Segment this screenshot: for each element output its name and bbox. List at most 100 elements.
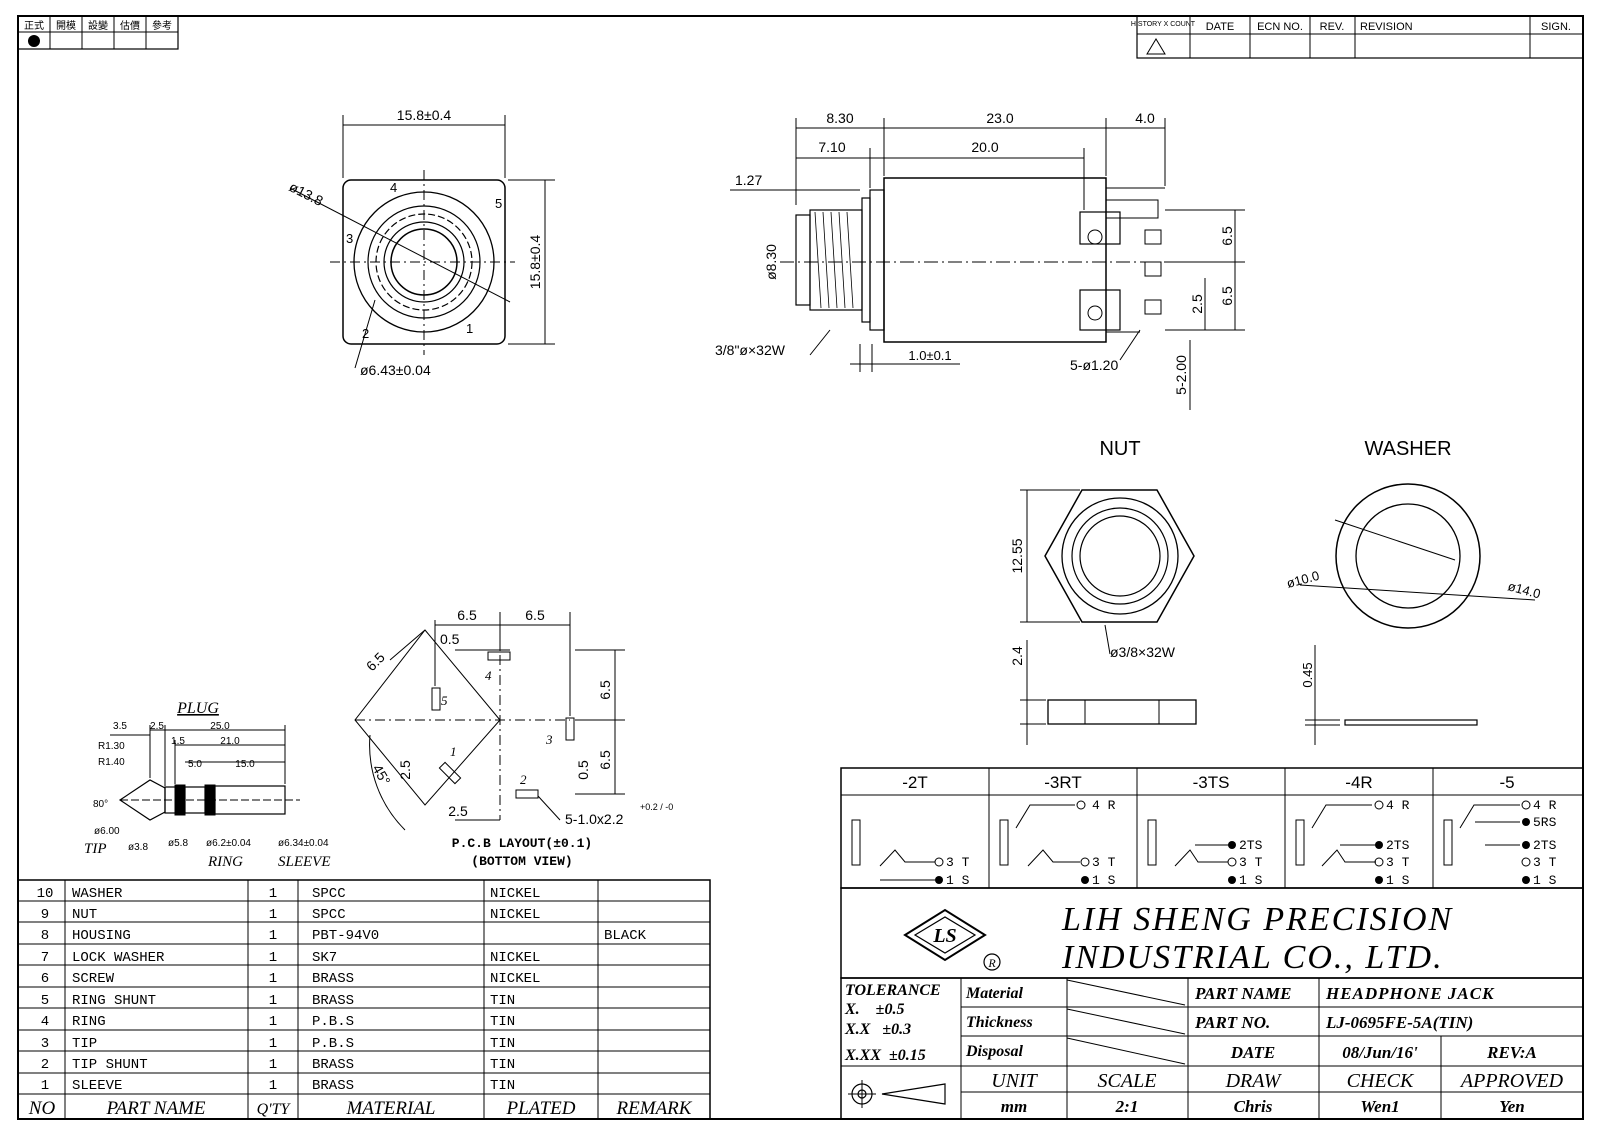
bom-header-plated: PLATED	[506, 1098, 576, 1119]
bom-cell-qty: 1	[269, 971, 277, 987]
bom-cell-part: TIP SHUNT	[72, 1057, 148, 1073]
date-value: 08/Jun/16'	[1342, 1043, 1418, 1062]
variant-pin-label: 1 S	[1239, 873, 1263, 888]
rev-col-sign: SIGN.	[1541, 21, 1571, 33]
part-no-label: PART NO.	[1194, 1013, 1270, 1032]
bom-cell-no: 6	[41, 971, 49, 987]
rev-value: REV:A	[1486, 1043, 1537, 1062]
side-thread: 3/8"ø×32W	[715, 342, 786, 358]
bom-header-part-name: PART NAME	[105, 1098, 205, 1119]
pcb-dim: 6.5	[597, 750, 613, 770]
plug-dim: 1.5	[171, 736, 185, 747]
variant-name: -5	[1499, 773, 1514, 792]
bom-cell-material: BRASS	[312, 993, 354, 1009]
table-row: 10 WASHER 1 SPCC NICKEL	[37, 886, 541, 902]
company-name-line1: LIH SHENG PRECISION	[1061, 901, 1454, 938]
table-row: 2 TIP SHUNT 1 BRASS TIN	[41, 1057, 515, 1073]
rev-col-revision: REVISION	[1360, 21, 1413, 33]
bom-cell-part: TIP	[72, 1036, 97, 1052]
bom-cell-qty: 1	[269, 928, 277, 944]
table-row: 7 LOCK WASHER 1 SK7 NICKEL	[41, 950, 541, 966]
bom-cell-no: 8	[41, 928, 49, 944]
variant-name: -4R	[1345, 773, 1372, 792]
nut-thick-dim: 2.4	[1009, 646, 1025, 666]
variant-pin-label: 3 T	[1386, 855, 1410, 870]
stamp-box: 正式 開模 設變 估價 參考	[17, 15, 179, 50]
plug-dim: 15.0	[235, 759, 255, 770]
stamp-label: 設變	[88, 19, 108, 32]
bom-cell-qty: 1	[269, 907, 277, 923]
bom-header: NO PART NAME Q'TY MATERIAL PLATED REMARK	[28, 1098, 693, 1119]
side-dim: 1.27	[735, 172, 762, 188]
pcb-dim: 0.5	[575, 760, 591, 780]
variant-pin-label: 2TS	[1533, 838, 1557, 853]
bom-cell-material: BRASS	[312, 971, 354, 987]
variant-name: -3RT	[1044, 773, 1081, 792]
bom-header-material: MATERIAL	[345, 1098, 435, 1119]
stamp-label: 估價	[120, 19, 140, 32]
front-pin-label: 1	[466, 321, 473, 336]
bom-cell-qty: 1	[269, 886, 277, 902]
date-label: DATE	[1230, 1043, 1275, 1062]
table-row: 6 SCREW 1 BRASS NICKEL	[41, 971, 541, 987]
pcb-caption: (BOTTOM VIEW)	[471, 854, 572, 869]
rev-col-date: DATE	[1206, 21, 1235, 33]
side-dim: ø8.30	[763, 244, 779, 280]
side-dim: 8.30	[826, 110, 853, 126]
variant-pin-label: 1 S	[1533, 873, 1557, 888]
bom-cell-material: P.B.S	[312, 1036, 354, 1052]
warning-icon	[1146, 38, 1166, 55]
side-dim: 6.5	[1219, 286, 1235, 306]
plug-dim: ø6.34±0.04	[278, 838, 329, 849]
part-no-value: LJ-0695FE-5A(TIN)	[1325, 1013, 1473, 1032]
pcb-dim: 45°	[369, 762, 393, 788]
plug-dim: ø3.8	[128, 842, 148, 853]
washer-dia-in: ø10.0	[1285, 568, 1321, 591]
washer-thick-dim: 0.45	[1300, 662, 1315, 687]
tolerance-row: X.X ±0.3	[844, 1021, 911, 1038]
plug-dim: R1.40	[98, 757, 125, 768]
bom-cell-plated: TIN	[490, 993, 515, 1009]
pcb-pin-label: 2	[520, 772, 527, 787]
pcb-pin-label: 5	[441, 693, 448, 708]
variant-name: -2T	[902, 773, 928, 792]
bom-cell-plated: NICKEL	[490, 950, 540, 966]
bom-cell-no: 1	[41, 1078, 49, 1094]
pcb-dim: 6.5	[597, 680, 613, 700]
pcb-pin-label: 4	[485, 668, 492, 683]
bom-cell-material: P.B.S	[312, 1014, 354, 1030]
unit-value: mm	[1001, 1097, 1027, 1116]
pcb-dim: 5-1.0x2.2	[565, 811, 624, 827]
pcb-dim: 6.5	[363, 649, 388, 674]
bom-cell-qty: 1	[269, 993, 277, 1009]
front-dia-outer: ø13.8	[287, 178, 326, 209]
bom-table	[17, 879, 711, 1120]
side-dim: 5-ø1.20	[1070, 357, 1118, 373]
bom-cell-material: BRASS	[312, 1078, 354, 1094]
nut-thread: ø3/8×32W	[1110, 644, 1176, 660]
tolerance-row: X.XX ±0.15	[844, 1047, 926, 1064]
plug-dim: 21.0	[220, 736, 240, 747]
bom-cell-qty: 1	[269, 950, 277, 966]
nut-drawing	[1020, 489, 1197, 745]
bom-cell-qty: 1	[269, 1036, 277, 1052]
bom-cell-plated: NICKEL	[490, 886, 540, 902]
approved-value: Yen	[1499, 1097, 1525, 1116]
front-dia-inner: ø6.43±0.04	[360, 362, 431, 378]
disposal-label: Disposal	[965, 1043, 1023, 1060]
pcb-dim: 6.5	[457, 607, 477, 623]
bom-cell-material: PBT-94V0	[312, 928, 379, 944]
bom-cell-no: 2	[41, 1057, 49, 1073]
stamp-label: 開模	[56, 20, 76, 32]
bom-header-qty: Q'TY	[257, 1101, 292, 1118]
plug-dim: ø6.00	[94, 826, 120, 837]
bom-cell-remark: BLACK	[604, 928, 647, 944]
stamp-dot	[28, 35, 40, 47]
bom-cell-plated: TIN	[490, 1014, 515, 1030]
bom-header-no: NO	[28, 1098, 56, 1119]
bom-cell-material: SPCC	[312, 886, 346, 902]
front-pin-label: 2	[362, 326, 369, 341]
side-dim: 20.0	[971, 139, 998, 155]
variant-table	[840, 767, 1584, 889]
